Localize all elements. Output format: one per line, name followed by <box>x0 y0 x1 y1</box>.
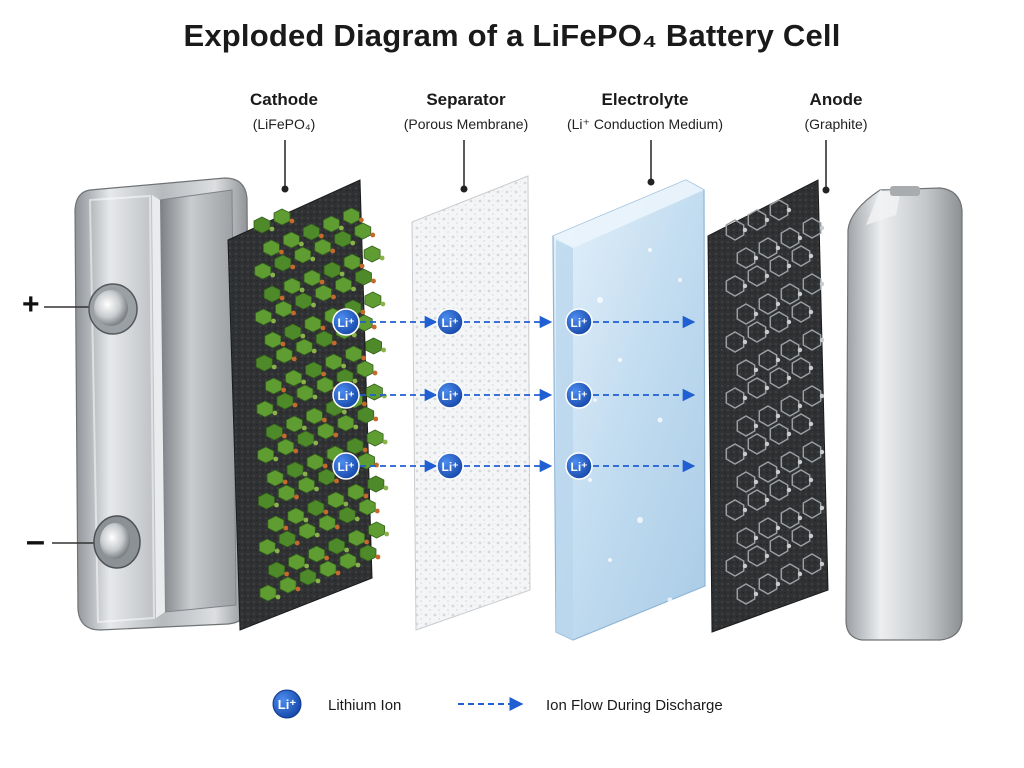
separator-layer <box>411 175 531 631</box>
cathode-subtitle: (LiFePO₄) <box>252 116 316 132</box>
separator-subtitle: (Porous Membrane) <box>403 116 529 132</box>
lithium-ion-marker: Li⁺ <box>565 381 593 409</box>
legend-flow-label: Ion Flow During Discharge <box>546 696 723 714</box>
svg-text:Li⁺: Li⁺ <box>338 460 355 474</box>
svg-text:Li⁺: Li⁺ <box>338 389 355 403</box>
label-anode: Anode (Graphite) <box>716 90 956 132</box>
svg-text:Li⁺: Li⁺ <box>442 316 459 330</box>
negative-terminal <box>93 515 141 569</box>
diagram-title: Exploded Diagram of a LiFePO₄ Battery Ce… <box>183 18 841 53</box>
label-separator: Separator (Porous Membrane) <box>346 90 586 132</box>
lithium-ion-marker: Li⁺ <box>436 381 464 409</box>
ion-flow-arrows: Li⁺ Li⁺ Li⁺ Li⁺ Li⁺ Li⁺ Li⁺ Li⁺ Li⁺ <box>332 308 696 480</box>
lithium-ion-marker: Li⁺ <box>332 452 360 480</box>
svg-text:Li⁺: Li⁺ <box>571 316 588 330</box>
right-casing <box>845 186 963 641</box>
separator-name: Separator <box>426 90 506 109</box>
electrolyte-layer <box>552 179 706 641</box>
lithium-ion-marker: Li⁺ <box>565 308 593 336</box>
electrolyte-name: Electrolyte <box>601 90 689 109</box>
label-electrolyte: Electrolyte (Li⁺ Conduction Medium) <box>525 90 765 133</box>
legend-ion-icon: Li⁺ <box>272 689 302 719</box>
legend-ion: Lithium Ion <box>328 690 401 720</box>
cathode-name: Cathode <box>250 90 318 109</box>
lithium-ion-marker: Li⁺ <box>436 308 464 336</box>
lithium-ion-marker: Li⁺ <box>565 452 593 480</box>
anode-subtitle: (Graphite) <box>804 116 868 132</box>
legend-flow: Ion Flow During Discharge <box>546 690 723 720</box>
lithium-ion-marker: Li⁺ <box>436 452 464 480</box>
anode-name: Anode <box>809 90 863 109</box>
cathode-layer <box>227 179 390 631</box>
svg-text:Li⁺: Li⁺ <box>571 460 588 474</box>
svg-text:Li⁺: Li⁺ <box>338 316 355 330</box>
svg-text:Li⁺: Li⁺ <box>278 697 297 712</box>
anode-layer <box>707 179 829 633</box>
legend-ion-label: Lithium Ion <box>328 696 402 714</box>
left-casing <box>74 177 251 631</box>
positive-terminal <box>88 283 138 335</box>
electrolyte-subtitle: (Li⁺ Conduction Medium) <box>566 116 723 132</box>
positive-sign: + <box>22 288 40 321</box>
svg-text:Li⁺: Li⁺ <box>442 460 459 474</box>
lithium-ion-marker: Li⁺ <box>332 381 360 409</box>
label-cathode: Cathode (LiFePO₄) <box>164 90 404 132</box>
negative-sign: – <box>26 522 45 560</box>
label-leaders <box>284 140 827 189</box>
svg-text:Li⁺: Li⁺ <box>442 389 459 403</box>
svg-text:Li⁺: Li⁺ <box>571 389 588 403</box>
lithium-ion-marker: Li⁺ <box>332 308 360 336</box>
